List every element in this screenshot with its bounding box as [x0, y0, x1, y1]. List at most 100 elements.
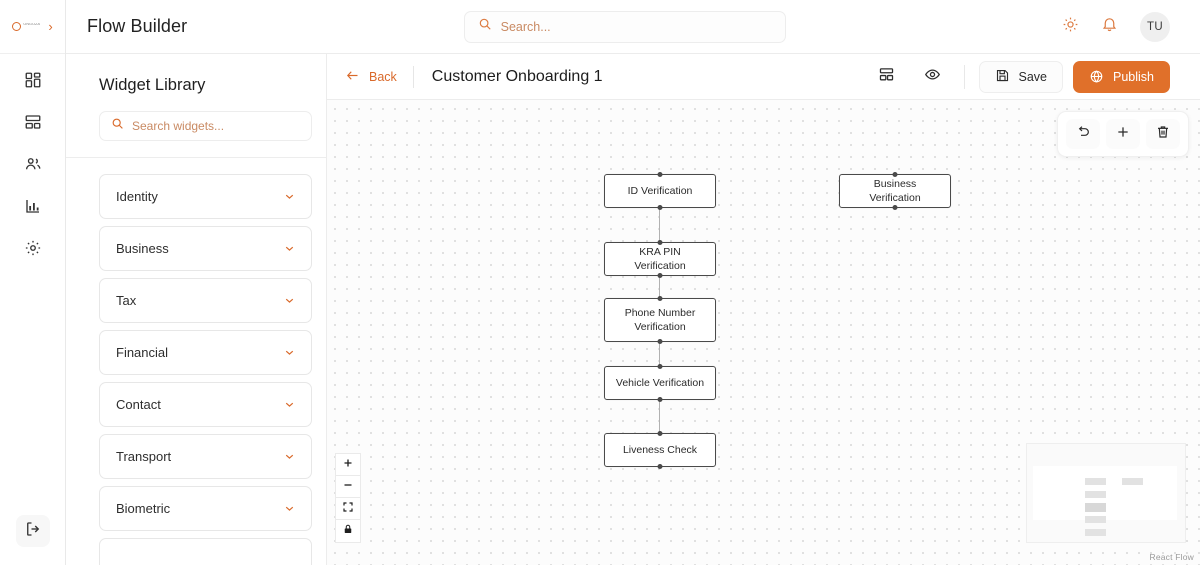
node-handle-source[interactable] [657, 205, 663, 210]
logo-mark-icon: ONGOZA [12, 22, 40, 31]
chevron-down-icon[interactable] [283, 450, 296, 463]
globe-icon [1089, 69, 1104, 84]
rail-item-list [0, 66, 65, 266]
flow-title: Customer Onboarding 1 [431, 67, 603, 85]
sidebar-item-logout[interactable] [15, 515, 50, 547]
node-handle-target[interactable] [657, 240, 663, 245]
layout-button[interactable] [870, 62, 904, 92]
arrow-left-icon [345, 68, 360, 86]
brand-logo[interactable]: ONGOZA › [0, 0, 65, 54]
flow-region: Back Customer Onboarding 1 [327, 54, 1200, 565]
node-handle-target[interactable] [657, 172, 663, 177]
chevron-down-icon[interactable] [283, 190, 296, 203]
theme-toggle-button[interactable] [1062, 16, 1079, 38]
logout-icon [24, 520, 42, 543]
global-search-box[interactable] [463, 10, 786, 43]
node-handle-target[interactable] [892, 172, 898, 177]
flow-node[interactable]: ID Verification [604, 172, 716, 210]
search-input[interactable] [500, 19, 772, 34]
chevron-down-icon[interactable] [283, 398, 296, 411]
undo-button[interactable] [1066, 119, 1100, 149]
sidebar-item-settings[interactable] [16, 234, 50, 266]
lock-button[interactable] [336, 520, 360, 542]
publish-button[interactable]: Publish [1073, 60, 1170, 93]
flow-edge [659, 342, 660, 366]
widget-category-identity[interactable]: Identity [99, 174, 312, 219]
node-handle-target[interactable] [657, 364, 663, 369]
toolbar-divider [412, 65, 414, 88]
flow-canvas[interactable]: ID Verification Business Verification KR… [327, 100, 1200, 565]
widget-category-contact[interactable]: Contact [99, 382, 312, 427]
preview-button[interactable] [916, 62, 950, 92]
fit-view-icon [342, 500, 354, 518]
widget-category-tax[interactable]: Tax [99, 278, 312, 323]
node-handle-source[interactable] [657, 339, 663, 344]
flow-node[interactable]: Vehicle Verification [604, 364, 716, 402]
rail-bottom [15, 515, 50, 547]
minimap[interactable] [1026, 443, 1186, 543]
chevron-down-icon[interactable] [283, 346, 296, 359]
widget-category-business[interactable]: Business [99, 226, 312, 271]
zoom-out-button[interactable] [336, 476, 360, 498]
widget-category-label: Contact [116, 397, 161, 412]
widget-category-label: Biometric [116, 501, 171, 516]
flow-node[interactable]: Liveness Check [604, 431, 716, 469]
notifications-button[interactable] [1101, 16, 1118, 38]
layout-panels-icon [24, 113, 42, 136]
add-node-button[interactable] [1106, 119, 1140, 149]
lock-icon [342, 522, 354, 540]
avatar[interactable]: TU [1140, 11, 1170, 42]
flow-actions: Save Publish [870, 60, 1170, 93]
minus-icon [342, 478, 354, 496]
bar-chart-icon [24, 197, 42, 220]
back-label: Back [369, 69, 397, 84]
sidebar-item-users[interactable] [16, 150, 50, 182]
minimap-node [1085, 529, 1106, 536]
sidebar-item-layouts[interactable] [16, 108, 50, 140]
sidebar-item-analytics[interactable] [16, 192, 50, 224]
node-handle-source[interactable] [657, 464, 663, 469]
chevron-down-icon[interactable] [283, 502, 296, 515]
users-icon [24, 155, 42, 178]
sidebar-item-dashboard[interactable] [16, 66, 50, 98]
flow-node-label: Vehicle Verification [615, 376, 705, 389]
flow-toolbar: Back Customer Onboarding 1 [327, 54, 1200, 100]
chevron-right-icon[interactable]: › [48, 19, 53, 34]
widget-category-label: Financial [116, 345, 169, 360]
chevron-down-icon[interactable] [283, 242, 296, 255]
node-handle-source[interactable] [892, 205, 898, 210]
widget-library-panel: Widget Library Identity [66, 54, 327, 565]
save-button[interactable]: Save [978, 60, 1063, 93]
sun-icon [1062, 16, 1079, 38]
widget-category-next[interactable] [99, 538, 312, 565]
trash-icon [1155, 124, 1171, 145]
plus-icon [342, 456, 354, 474]
widget-search-box[interactable] [99, 111, 312, 141]
flow-node-label: ID Verification [627, 184, 693, 197]
widget-category-transport[interactable]: Transport [99, 434, 312, 479]
flow-edge [659, 400, 660, 433]
widget-category-biometric[interactable]: Biometric [99, 486, 312, 531]
widget-category-label: Identity [116, 189, 158, 204]
flow-node[interactable]: Business Verification [839, 172, 951, 210]
widget-search-input[interactable] [132, 119, 300, 133]
node-handle-source[interactable] [657, 397, 663, 402]
flow-node[interactable]: KRA PIN Verification [604, 240, 716, 278]
fit-view-button[interactable] [336, 498, 360, 520]
delete-button[interactable] [1146, 119, 1180, 149]
node-handle-target[interactable] [657, 431, 663, 436]
node-handle-source[interactable] [657, 273, 663, 278]
node-handle-target[interactable] [657, 296, 663, 301]
react-flow-attribution[interactable]: React Flow [1149, 552, 1194, 562]
minimap-node [1085, 491, 1106, 498]
grid-dashboard-icon [24, 71, 42, 94]
library-divider [66, 157, 326, 158]
back-button[interactable]: Back [345, 68, 413, 86]
widget-category-financial[interactable]: Financial [99, 330, 312, 375]
zoom-in-button[interactable] [336, 454, 360, 476]
flow-node[interactable]: Phone Number Verification [604, 296, 716, 344]
minimap-node [1085, 478, 1106, 485]
plus-icon [1115, 124, 1131, 145]
chevron-down-icon[interactable] [283, 294, 296, 307]
